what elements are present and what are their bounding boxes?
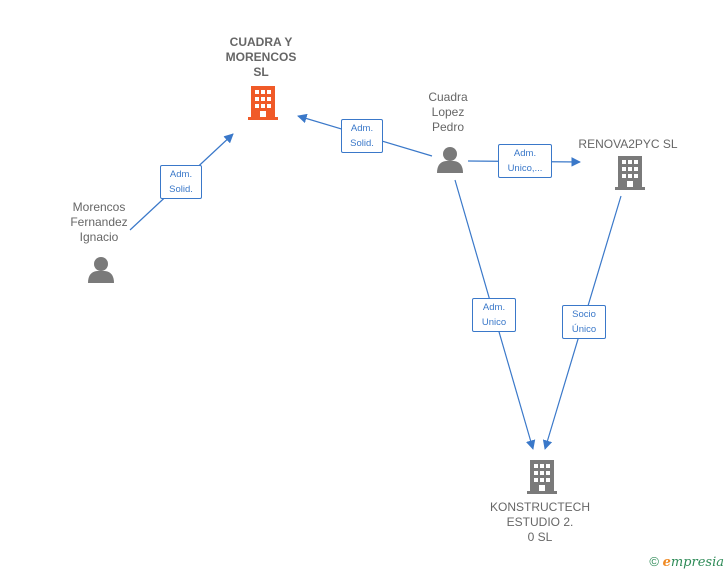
copyright-icon: ©: [649, 554, 659, 569]
building-icon[interactable]: [527, 460, 557, 494]
edge-label-lopez-cuadra: Adm. Solid.: [341, 119, 383, 153]
edge-label-morencos-cuadra: Adm. Solid.: [160, 165, 202, 199]
brand-footer: © empresia: [649, 554, 724, 570]
empresia-logo[interactable]: empresia: [662, 555, 724, 570]
person-icon[interactable]: [88, 257, 114, 283]
person-icon[interactable]: [437, 147, 463, 173]
person-label-morencos[interactable]: Morencos Fernandez Ignacio: [70, 200, 128, 244]
person-label-cuadra-lopez[interactable]: Cuadra Lopez Pedro: [428, 90, 468, 134]
company-label-renova2pyc[interactable]: RENOVA2PYC SL: [578, 137, 678, 151]
edge-label-lopez-konstructech: Adm. Unico: [472, 298, 516, 332]
building-icon[interactable]: [248, 86, 278, 120]
building-icon[interactable]: [615, 156, 645, 190]
company-label-konstructech[interactable]: KONSTRUCTECH ESTUDIO 2. 0 SL: [489, 500, 590, 544]
company-label-cuadra-morencos[interactable]: CUADRA Y MORENCOS SL: [225, 35, 297, 79]
edge-label-renova-konstructech: Socio Único: [562, 305, 606, 339]
edge-label-lopez-renova: Adm. Unico,...: [498, 144, 552, 178]
